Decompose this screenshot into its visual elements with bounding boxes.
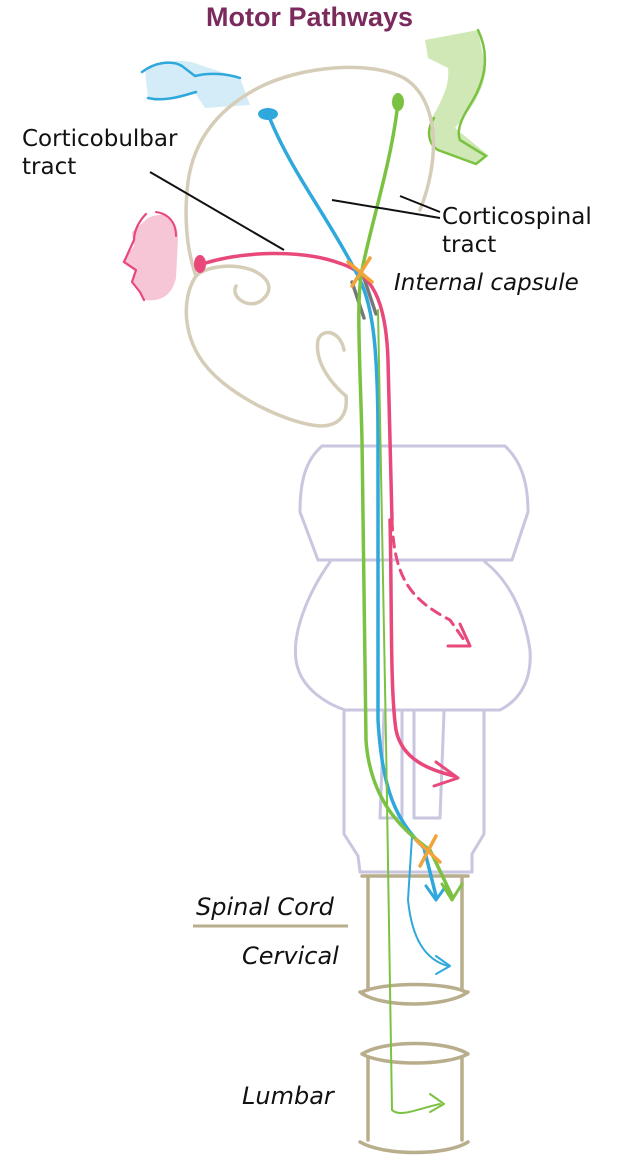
lumbar-segment: [360, 1044, 468, 1153]
internal-capsule-marker: [352, 278, 376, 318]
brainstem-outline: [295, 446, 530, 872]
corticobulbar-label-line1: Corticobulbar: [22, 128, 177, 151]
leader-lines: [150, 172, 440, 250]
arm-icon: [142, 61, 250, 108]
spinal-cord-label: Spinal Cord: [196, 895, 334, 919]
corticobulbar-label-line2: tract: [22, 156, 76, 179]
corticospinal-label-line1: Corticospinal: [442, 206, 592, 229]
lumbar-label: Lumbar: [242, 1084, 334, 1108]
corticospinal-label-line2: tract: [442, 234, 496, 257]
cervical-label: Cervical: [242, 944, 339, 968]
face-icon: [122, 212, 178, 300]
internal-capsule-label: Internal capsule: [394, 272, 579, 295]
